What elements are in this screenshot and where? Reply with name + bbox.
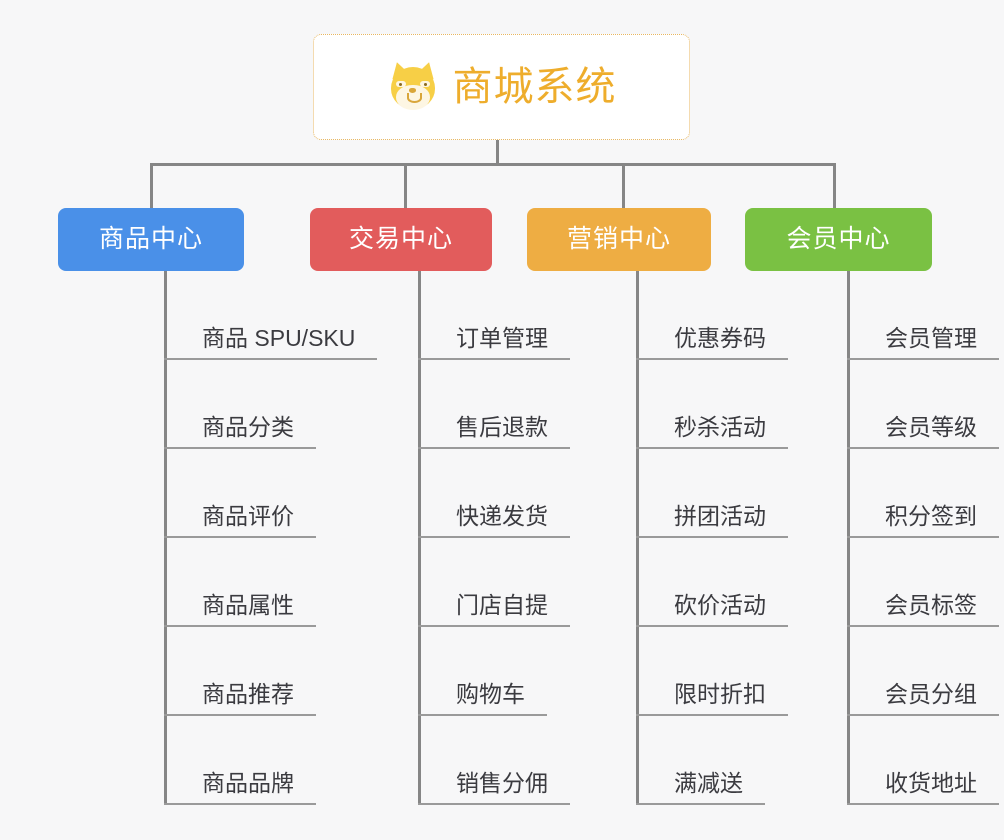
leaf-label: 会员等级 xyxy=(885,414,977,440)
leaf-item[interactable]: 限时折扣 xyxy=(636,627,788,716)
leaf-underline xyxy=(418,358,570,360)
branch-drop-connector xyxy=(404,163,407,208)
leaf-item[interactable]: 会员管理 xyxy=(847,271,999,360)
leaf-item[interactable]: 商品属性 xyxy=(164,538,377,627)
leaf-label: 拼团活动 xyxy=(674,503,766,529)
leaf-label: 会员标签 xyxy=(885,592,977,618)
leaf-underline xyxy=(636,803,765,805)
category-box-3[interactable]: 营销中心 xyxy=(527,208,711,271)
leaf-underline xyxy=(164,358,377,360)
branch-drop-connector xyxy=(833,163,836,208)
leaf-underline xyxy=(164,536,316,538)
leaf-underline xyxy=(636,358,788,360)
leaf-item[interactable]: 购物车 xyxy=(418,627,570,716)
leaf-list: 订单管理售后退款快递发货门店自提购物车销售分佣 xyxy=(418,271,570,805)
leaf-label: 秒杀活动 xyxy=(674,414,766,440)
leaf-label: 限时折扣 xyxy=(674,681,766,707)
leaf-label: 会员管理 xyxy=(885,325,977,351)
branch-trunk-connector xyxy=(164,271,167,805)
leaf-list: 优惠券码秒杀活动拼团活动砍价活动限时折扣满减送 xyxy=(636,271,788,805)
leaf-item[interactable]: 优惠券码 xyxy=(636,271,788,360)
branch-trunk-connector xyxy=(636,271,639,805)
leaf-item[interactable]: 订单管理 xyxy=(418,271,570,360)
leaf-label: 商品属性 xyxy=(202,592,294,618)
leaf-underline xyxy=(847,358,999,360)
leaf-underline xyxy=(164,625,316,627)
leaf-underline xyxy=(164,714,316,716)
leaf-item[interactable]: 积分签到 xyxy=(847,449,999,538)
category-label: 会员中心 xyxy=(786,225,891,253)
leaf-underline xyxy=(418,714,547,716)
leaf-label: 砍价活动 xyxy=(674,592,766,618)
leaf-label: 满减送 xyxy=(674,770,743,796)
root-node-mall-system[interactable]: 商城系统 xyxy=(313,34,690,140)
leaf-underline xyxy=(418,625,570,627)
leaf-item[interactable]: 会员分组 xyxy=(847,627,999,716)
leaf-label: 积分签到 xyxy=(885,503,977,529)
leaf-label: 商品推荐 xyxy=(202,681,294,707)
leaf-item[interactable]: 商品品牌 xyxy=(164,716,377,805)
root-stem-connector xyxy=(496,140,499,166)
leaf-item[interactable]: 拼团活动 xyxy=(636,449,788,538)
leaf-label: 销售分佣 xyxy=(456,770,548,796)
leaf-label: 商品 SPU/SKU xyxy=(202,325,356,351)
leaf-item[interactable]: 快递发货 xyxy=(418,449,570,538)
leaf-list: 商品 SPU/SKU 商品分类商品评价商品属性商品推荐商品品牌 xyxy=(164,271,377,805)
leaf-item[interactable]: 门店自提 xyxy=(418,538,570,627)
shiba-dog-icon xyxy=(387,59,439,113)
leaf-underline xyxy=(847,625,999,627)
leaf-label: 商品品牌 xyxy=(202,770,294,796)
leaf-label: 售后退款 xyxy=(456,414,548,440)
leaf-underline xyxy=(164,803,316,805)
leaf-item[interactable]: 会员标签 xyxy=(847,538,999,627)
leaf-underline xyxy=(847,803,999,805)
leaf-underline xyxy=(418,803,570,805)
leaf-underline xyxy=(847,714,999,716)
leaf-item[interactable]: 销售分佣 xyxy=(418,716,570,805)
branch-drop-connector xyxy=(150,163,153,208)
leaf-label: 商品评价 xyxy=(202,503,294,529)
category-box-4[interactable]: 会员中心 xyxy=(745,208,932,271)
leaf-underline xyxy=(418,447,570,449)
leaf-label: 购物车 xyxy=(456,681,525,707)
branch-trunk-connector xyxy=(847,271,850,805)
leaf-item[interactable]: 商品分类 xyxy=(164,360,377,449)
leaf-item[interactable]: 商品评价 xyxy=(164,449,377,538)
leaf-item[interactable]: 会员等级 xyxy=(847,360,999,449)
category-box-2[interactable]: 交易中心 xyxy=(310,208,492,271)
leaf-underline xyxy=(636,447,788,449)
category-box-1[interactable]: 商品中心 xyxy=(58,208,244,271)
leaf-item[interactable]: 收货地址 xyxy=(847,716,999,805)
leaf-item[interactable]: 商品推荐 xyxy=(164,627,377,716)
leaf-label: 收货地址 xyxy=(885,770,977,796)
leaf-underline xyxy=(164,447,316,449)
leaf-item[interactable]: 商品 SPU/SKU xyxy=(164,271,377,360)
leaf-label: 快递发货 xyxy=(456,503,548,529)
leaf-underline xyxy=(636,536,788,538)
branch-trunk-connector xyxy=(418,271,421,805)
leaf-underline xyxy=(636,714,788,716)
root-title: 商城系统 xyxy=(452,65,617,109)
leaf-underline xyxy=(847,536,999,538)
leaf-item[interactable]: 满减送 xyxy=(636,716,788,805)
category-label: 商品中心 xyxy=(98,225,203,253)
leaf-label: 优惠券码 xyxy=(674,325,766,351)
leaf-label: 会员分组 xyxy=(885,681,977,707)
category-label: 交易中心 xyxy=(348,225,453,253)
leaf-item[interactable]: 砍价活动 xyxy=(636,538,788,627)
leaf-item[interactable]: 秒杀活动 xyxy=(636,360,788,449)
leaf-list: 会员管理会员等级积分签到会员标签会员分组收货地址 xyxy=(847,271,999,805)
leaf-label: 商品分类 xyxy=(202,414,294,440)
leaf-item[interactable]: 售后退款 xyxy=(418,360,570,449)
leaf-underline xyxy=(847,447,999,449)
leaf-label: 门店自提 xyxy=(456,592,548,618)
branch-drop-connector xyxy=(622,163,625,208)
leaf-underline xyxy=(418,536,570,538)
category-label: 营销中心 xyxy=(566,225,671,253)
leaf-label: 订单管理 xyxy=(456,325,548,351)
leaf-underline xyxy=(636,625,788,627)
horizontal-bus-connector xyxy=(150,163,833,166)
